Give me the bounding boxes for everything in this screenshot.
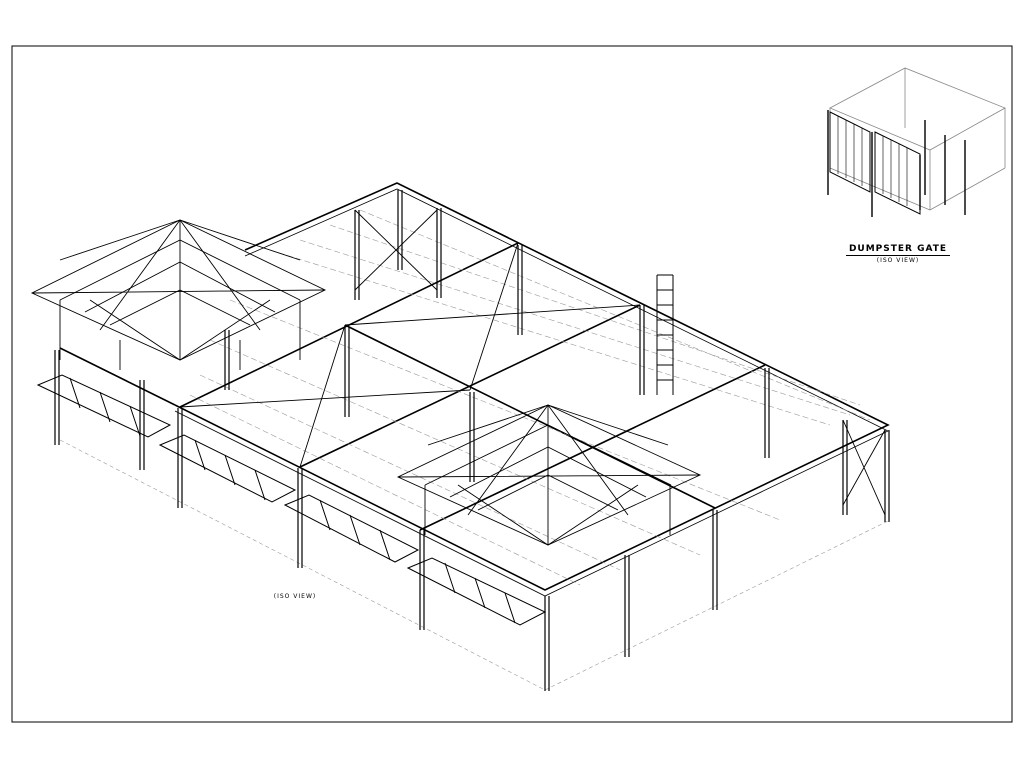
gazebo-roof-left	[30, 219, 327, 370]
roof-ladder	[656, 274, 674, 395]
main-view-label: (ISO VIEW)	[273, 593, 317, 600]
sheet-border	[11, 45, 1013, 723]
canopies	[36, 374, 547, 626]
dumpster-gate-drawing	[827, 67, 1006, 217]
inset-title: DUMPSTER GATE	[846, 244, 950, 256]
gazebo-roof-right	[396, 404, 702, 546]
roof-frame	[59, 182, 890, 597]
columns	[54, 190, 890, 691]
inset-subtitle: (ISO VIEW)	[876, 257, 920, 264]
roof-purlins	[59, 209, 891, 691]
cross-bracing	[179, 209, 886, 516]
